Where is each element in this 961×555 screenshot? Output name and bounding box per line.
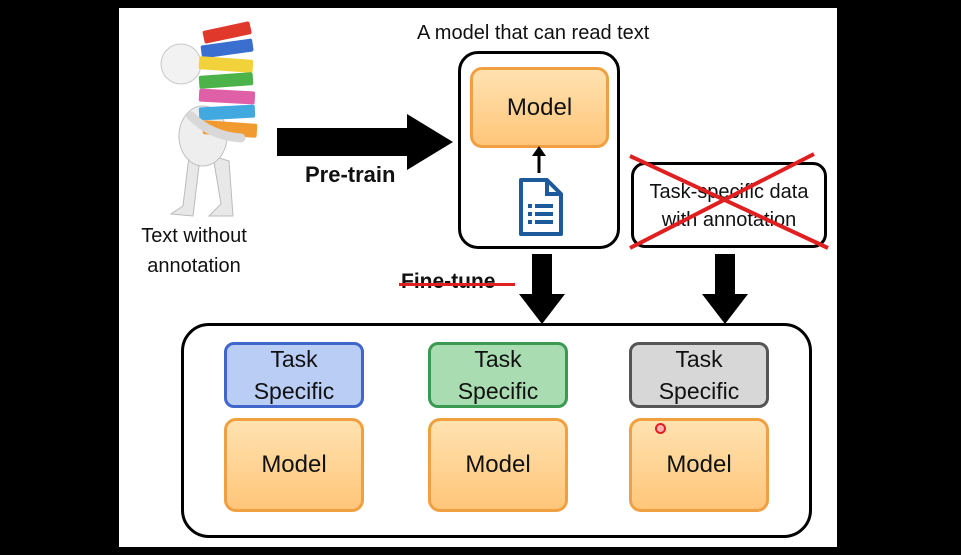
task-specific-box-2: Task Specific (428, 342, 568, 408)
task-2-line2: Specific (457, 378, 539, 404)
slide: Text without annotation Pre-train A mode… (119, 8, 837, 547)
task-specific-box-3: Task Specific (629, 342, 769, 408)
task-1-line1: Task (270, 346, 318, 372)
model-box-1: Model (224, 418, 364, 512)
document-icon (519, 178, 563, 236)
source-label-line1: Text without (141, 225, 247, 247)
up-arrow-icon (532, 146, 546, 173)
model-caption: A model that can read text (417, 22, 650, 44)
finetune-text: Fine-tune (401, 270, 496, 293)
task-specific-box-1: Task Specific (224, 342, 364, 408)
finetune-strike (399, 283, 515, 286)
cross-out-mark (629, 152, 829, 250)
model-box-3: Model (629, 418, 769, 512)
model-1-label: Model (261, 451, 327, 478)
task-2-line1: Task (474, 346, 522, 372)
pretrained-model-box: Model (470, 67, 609, 148)
source-label-line2: annotation (147, 255, 241, 277)
model-3-label: Model (666, 451, 732, 478)
source-label: Text without annotation (119, 221, 269, 281)
finetune-label: Fine-tune (401, 270, 496, 294)
model-box-2: Model (428, 418, 568, 512)
model-2-label: Model (465, 451, 531, 478)
task-1-line2: Specific (253, 378, 335, 404)
pretrain-label: Pre-train (305, 162, 396, 187)
pointer-dot (655, 423, 666, 434)
down-arrow-right (702, 254, 748, 324)
task-3-line1: Task (675, 346, 723, 372)
books-person-icon (160, 21, 258, 217)
task-3-line2: Specific (658, 378, 740, 404)
pretrained-model-label: Model (506, 93, 573, 121)
pretrain-arrow (277, 114, 453, 170)
down-arrow-left (519, 254, 565, 324)
task-data-line1: Task-specific data (649, 181, 809, 203)
